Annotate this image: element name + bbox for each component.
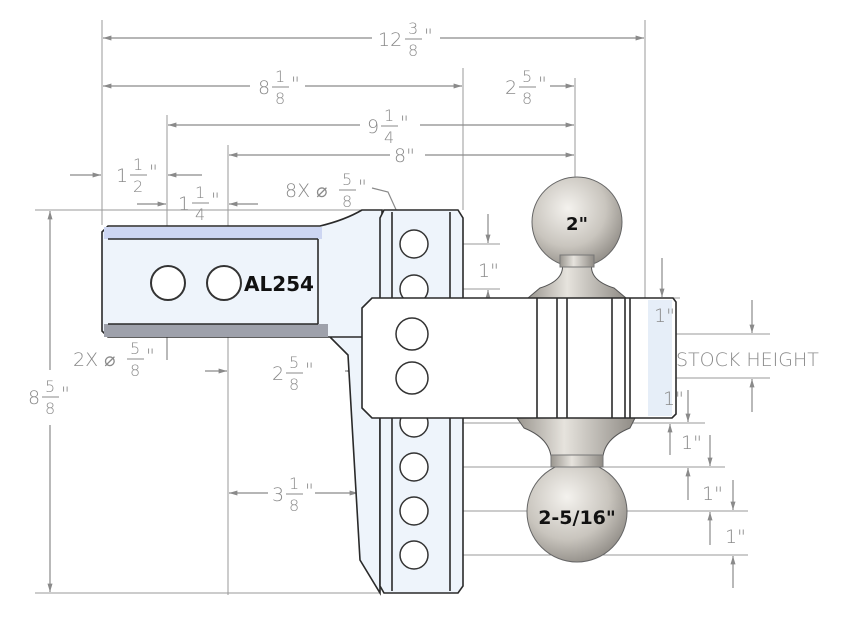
svg-text:2: 2 xyxy=(505,77,517,99)
shank-hole xyxy=(206,265,242,301)
bottom-ball-size: 2-5/16" xyxy=(538,507,616,529)
svg-text:": " xyxy=(211,189,220,211)
svg-text:5: 5 xyxy=(342,170,352,189)
svg-text:8: 8 xyxy=(289,496,299,515)
svg-text:1: 1 xyxy=(133,155,143,174)
svg-text:8: 8 xyxy=(408,41,418,60)
svg-text:8: 8 xyxy=(275,89,285,108)
svg-text:": " xyxy=(400,112,409,134)
dim-bar-to-ball: 2 5 8 " xyxy=(505,67,547,108)
dim-hole1-to-ball: 9 1 4 " xyxy=(367,106,409,147)
svg-text:": " xyxy=(305,480,314,502)
bottom-ball: 2-5/16" xyxy=(516,417,636,563)
svg-text:1: 1 xyxy=(116,165,128,187)
svg-text:2: 2 xyxy=(133,177,143,196)
dim-overall-length: 12 3 8 " xyxy=(378,19,433,60)
svg-text:8: 8 xyxy=(342,192,352,211)
svg-text:2: 2 xyxy=(272,363,284,385)
svg-text:8: 8 xyxy=(289,375,299,394)
receiver-shank: AL254 xyxy=(101,209,383,596)
dim-hole2-to-ball: 8" xyxy=(394,145,415,167)
svg-text:8: 8 xyxy=(45,399,55,418)
bar-hole xyxy=(399,496,429,526)
svg-text:9: 9 xyxy=(367,116,379,138)
svg-text:4: 4 xyxy=(384,128,394,147)
top-ball: 2" xyxy=(526,176,628,299)
svg-text:": " xyxy=(61,383,70,405)
svg-text:1: 1 xyxy=(384,106,394,125)
mount-hole xyxy=(395,361,429,395)
svg-text:5: 5 xyxy=(130,339,140,358)
dim-shank-end-to-hole: 1 1 2 " xyxy=(116,155,158,196)
svg-text:": " xyxy=(538,73,547,95)
svg-text:8X ⌀: 8X ⌀ xyxy=(285,180,328,202)
svg-text:5: 5 xyxy=(522,67,532,86)
stock-height-label: STOCK HEIGHT xyxy=(676,349,819,371)
dim-right-3: 1" xyxy=(681,432,702,454)
svg-text:1: 1 xyxy=(275,67,285,86)
dim-hole-pitch: 1" xyxy=(478,260,499,282)
dim-hole-spacing: 1 1 4 " xyxy=(178,183,220,224)
svg-text:8: 8 xyxy=(258,77,270,99)
dim-right-2: 1" xyxy=(663,388,684,410)
bar-hole xyxy=(399,540,429,570)
dim-overall-height: 8 5 8 " xyxy=(28,377,70,418)
svg-text:12: 12 xyxy=(378,29,402,51)
mount-hole xyxy=(395,317,429,351)
svg-text:": " xyxy=(358,176,367,198)
dim-shank-to-bar: 8 1 8 " xyxy=(258,67,300,108)
bar-hole xyxy=(399,452,429,482)
dim-bar-holes: 8X ⌀ 5 8 " xyxy=(285,170,367,211)
part-number: AL254 xyxy=(244,272,314,296)
svg-text:": " xyxy=(291,73,300,95)
svg-text:1: 1 xyxy=(289,474,299,493)
dim-hole-to-bar: 3 1 8 " xyxy=(272,474,314,515)
svg-text:": " xyxy=(305,359,314,381)
svg-text:3: 3 xyxy=(272,484,284,506)
dim-right-1: 1" xyxy=(654,305,675,327)
svg-text:": " xyxy=(424,25,433,47)
bar-hole xyxy=(399,229,429,259)
svg-text:8: 8 xyxy=(28,387,40,409)
svg-text:4: 4 xyxy=(195,205,205,224)
svg-text:1: 1 xyxy=(195,183,205,202)
svg-text:": " xyxy=(149,161,158,183)
svg-text:3: 3 xyxy=(408,19,418,38)
top-ball-size: 2" xyxy=(566,214,588,235)
shank-hole xyxy=(150,265,186,301)
svg-text:5: 5 xyxy=(289,353,299,372)
svg-text:8: 8 xyxy=(130,361,140,380)
dim-drop-offset: 2 5 8 " xyxy=(272,353,314,394)
dim-right-4: 1" xyxy=(702,483,723,505)
ball-mount xyxy=(361,297,677,419)
dim-right-5: 1" xyxy=(725,526,746,548)
svg-text:5: 5 xyxy=(45,377,55,396)
svg-text:1: 1 xyxy=(178,193,190,215)
svg-text:2X ⌀: 2X ⌀ xyxy=(73,349,116,371)
svg-text:": " xyxy=(146,345,155,367)
dim-shank-holes: 2X ⌀ 5 8 " xyxy=(73,339,155,380)
svg-text:8: 8 xyxy=(522,89,532,108)
